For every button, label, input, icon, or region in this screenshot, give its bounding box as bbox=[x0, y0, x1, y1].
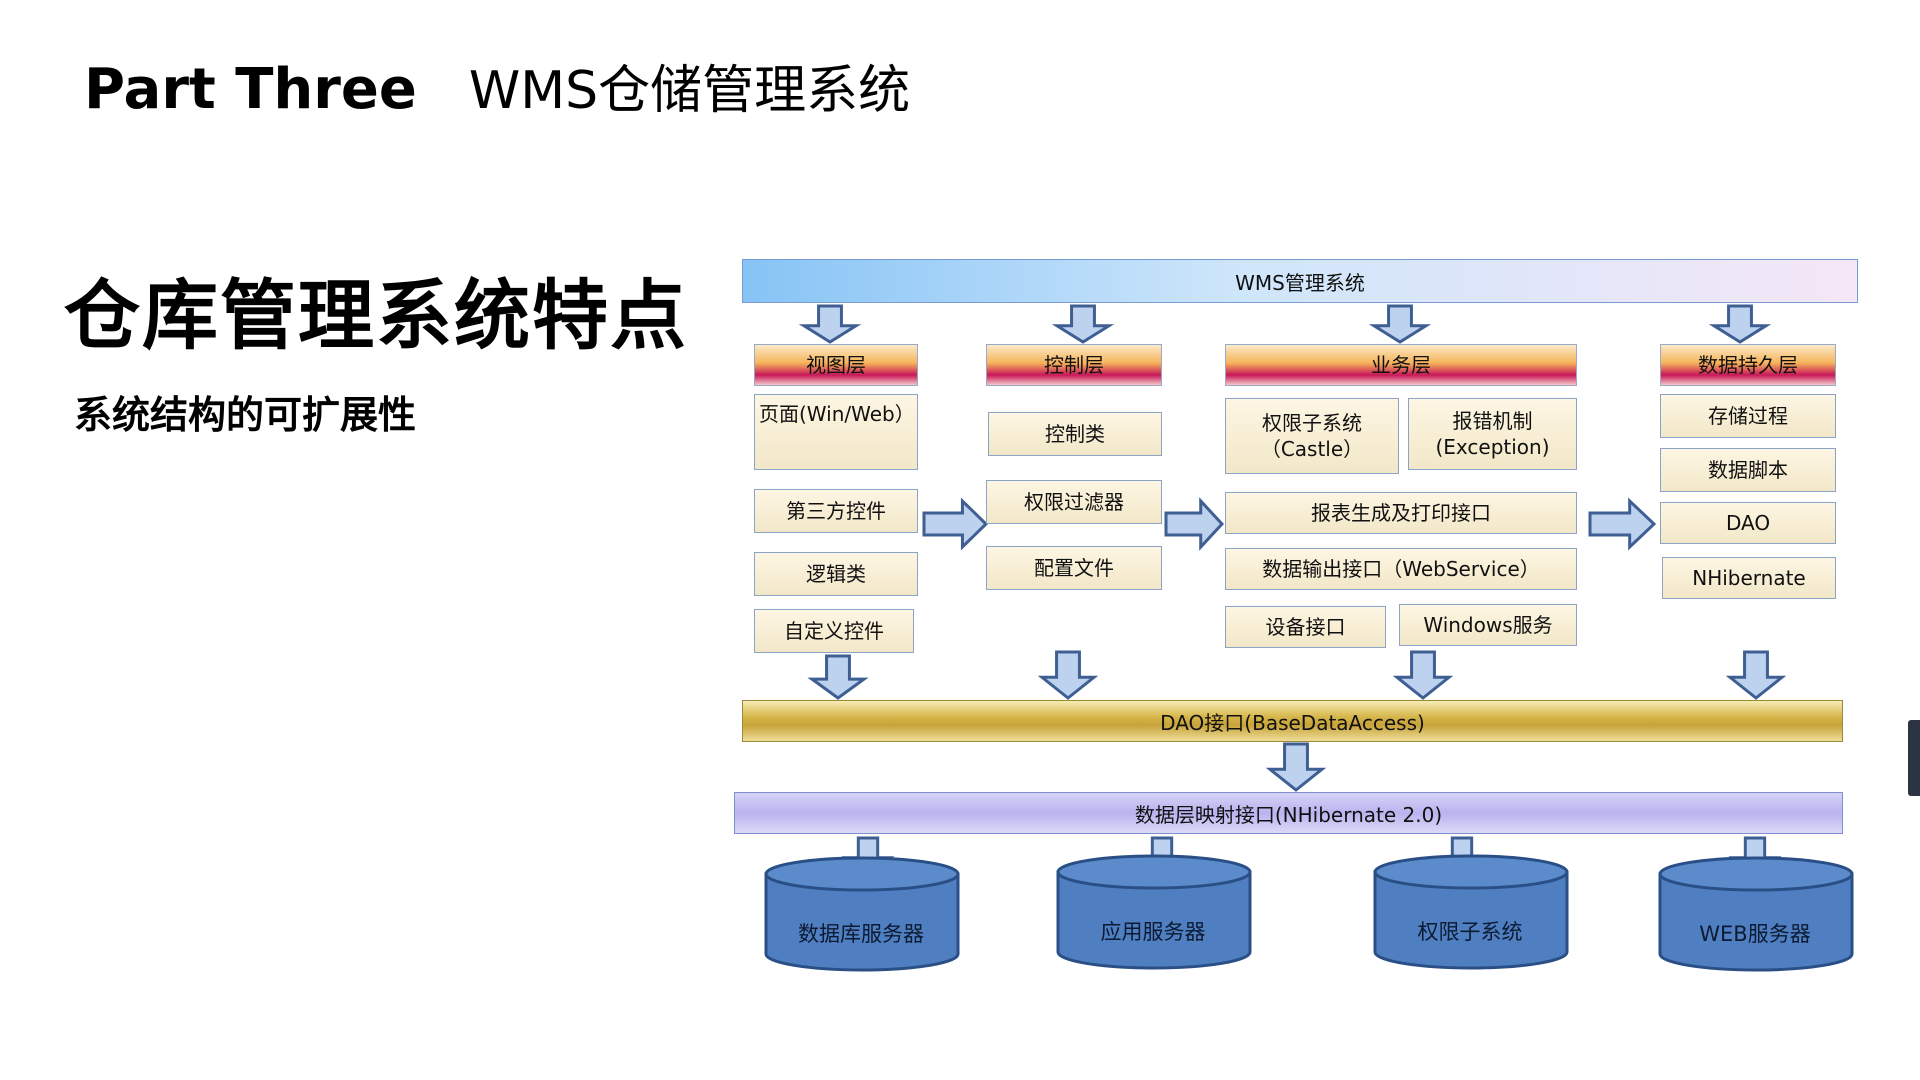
business-item-report-interface: 报表生成及打印接口 bbox=[1225, 492, 1577, 534]
data-mapping-band: 数据层映射接口(NHibernate 2.0) bbox=[734, 792, 1843, 834]
persistence-item-dao: DAO bbox=[1660, 502, 1836, 544]
error-mechanism-line2: (Exception) bbox=[1435, 435, 1550, 459]
business-item-windows-service: Windows服务 bbox=[1399, 604, 1577, 646]
server-permission-label: 权限子系统 bbox=[1417, 920, 1523, 944]
persistence-item-data-script: 数据脚本 bbox=[1660, 448, 1836, 492]
down-arrow-to-business bbox=[1368, 304, 1432, 344]
business-layer-header: 业务层 bbox=[1225, 344, 1577, 386]
permission-subsystem-cylinder bbox=[1373, 854, 1569, 970]
down-arrow-to-control bbox=[1051, 304, 1115, 344]
control-layer-header: 控制层 bbox=[986, 344, 1162, 386]
control-item-config-file: 配置文件 bbox=[986, 546, 1162, 590]
application-server-cylinder bbox=[1056, 854, 1252, 970]
persistence-item-nhibernate: NHibernate bbox=[1662, 557, 1836, 599]
server-application-label: 应用服务器 bbox=[1100, 920, 1206, 944]
down-arrow-dao-to-mapping bbox=[1265, 742, 1327, 792]
view-item-custom-control: 自定义控件 bbox=[754, 609, 914, 653]
down-arrow-persistence-to-dao bbox=[1725, 650, 1787, 700]
right-arrow-business-to-persistence bbox=[1588, 497, 1657, 551]
down-arrow-to-view bbox=[798, 304, 862, 344]
permission-subsystem-line2: （Castle） bbox=[1260, 437, 1364, 461]
side-scroll-tab[interactable] bbox=[1908, 720, 1920, 796]
business-item-permission-subsystem: 权限子系统 （Castle） bbox=[1225, 398, 1399, 474]
control-item-permission-filter: 权限过滤器 bbox=[986, 480, 1162, 524]
business-item-data-output-interface: 数据输出接口（WebService） bbox=[1225, 548, 1577, 590]
section-heading: 仓库管理系统特点 bbox=[64, 271, 688, 360]
view-item-logic-class: 逻辑类 bbox=[754, 552, 918, 596]
down-arrow-to-persistence bbox=[1708, 304, 1772, 344]
down-arrow-business-to-dao bbox=[1392, 650, 1454, 700]
control-item-control-class: 控制类 bbox=[988, 412, 1162, 456]
view-item-page: 页面(Win/Web） bbox=[754, 394, 918, 470]
view-layer-header: 视图层 bbox=[754, 344, 918, 386]
right-arrow-view-to-control bbox=[922, 497, 989, 551]
server-database-label: 数据库服务器 bbox=[798, 922, 924, 946]
persistence-item-stored-procedure: 存储过程 bbox=[1660, 394, 1836, 438]
right-arrow-control-to-business bbox=[1164, 497, 1225, 551]
database-server-cylinder bbox=[764, 856, 960, 972]
persistence-layer-header: 数据持久层 bbox=[1660, 344, 1836, 386]
dao-interface-band: DAO接口(BaseDataAccess) bbox=[742, 700, 1843, 742]
error-mechanism-line1: 报错机制 bbox=[1452, 409, 1533, 433]
business-item-device-interface: 设备接口 bbox=[1225, 606, 1386, 648]
server-web-label: WEB服务器 bbox=[1699, 922, 1811, 946]
section-subheading: 系统结构的可扩展性 bbox=[74, 393, 417, 437]
business-item-error-mechanism: 报错机制 (Exception) bbox=[1408, 398, 1577, 470]
down-arrow-control-to-dao bbox=[1037, 650, 1099, 700]
title-subtitle: WMS仓储管理系统 bbox=[468, 61, 911, 121]
view-item-third-party-control: 第三方控件 bbox=[754, 489, 918, 533]
wms-system-band: WMS管理系统 bbox=[742, 259, 1858, 303]
down-arrow-view-to-dao bbox=[807, 654, 869, 700]
title-row: Part Three WMS仓储管理系统 bbox=[84, 48, 910, 122]
title-part: Part Three bbox=[84, 57, 417, 122]
web-server-cylinder bbox=[1658, 856, 1854, 972]
permission-subsystem-line1: 权限子系统 bbox=[1262, 411, 1362, 435]
